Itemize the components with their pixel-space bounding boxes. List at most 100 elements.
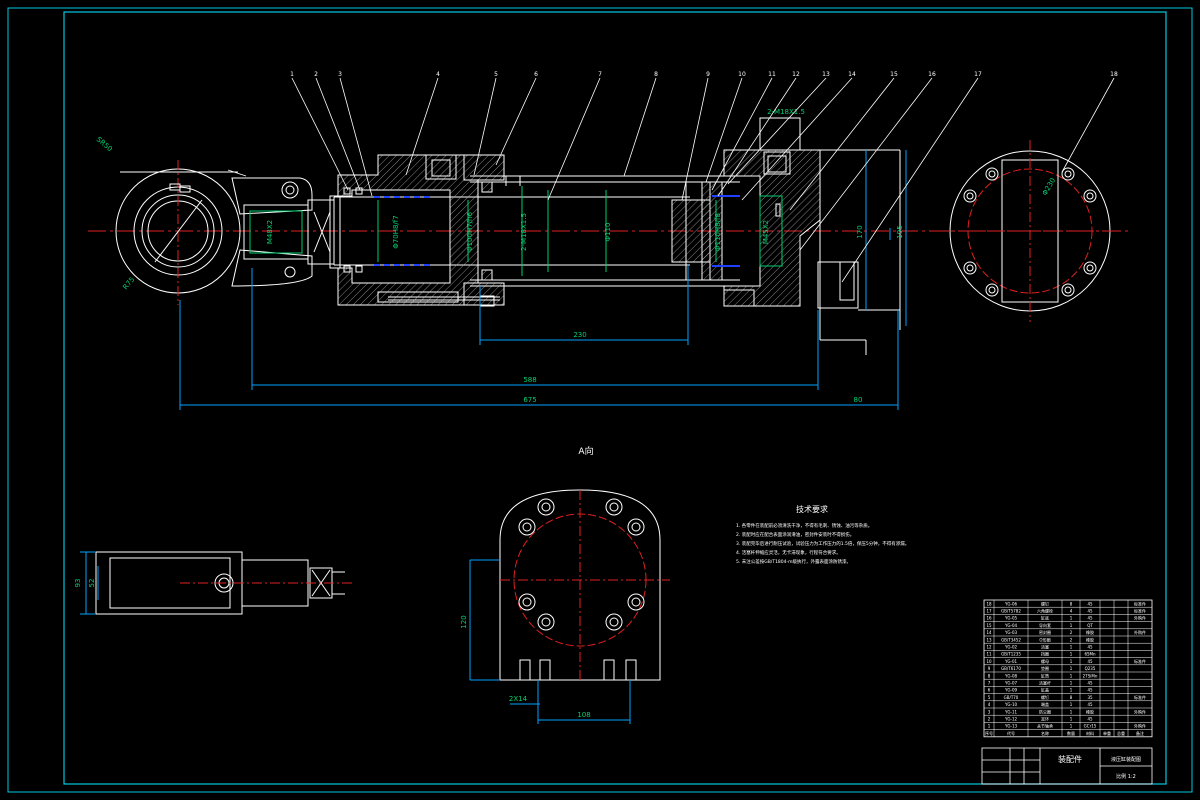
bom-frame	[983, 599, 1153, 738]
dim-length-end: 80	[854, 396, 863, 404]
bom-row-cell: YG-08	[1004, 673, 1018, 678]
bom-row-cell: 1	[1070, 724, 1073, 729]
tech-req-line-4: 4. 活塞杆伸缩应灵活，无卡滞现象，行程符合要求。	[736, 549, 841, 556]
dim-bore: Φ110	[604, 223, 612, 242]
bom-row-cell: YG-13	[1004, 724, 1018, 729]
bom-row-cell: 缸底	[1041, 615, 1049, 621]
bom-row-cell: YG-07	[1004, 681, 1018, 686]
tech-req-title: 技术要求	[796, 504, 828, 514]
bom-row-cell: 65Mn	[1084, 652, 1096, 657]
bom-row-cell: 1	[1070, 616, 1073, 621]
bom-header-cell: 名称	[1041, 730, 1049, 736]
dim-rod-fit: Φ70H8/f7	[392, 215, 400, 248]
bom-row-cell: 导向套	[1039, 622, 1051, 628]
bom-header-cell: 备注	[1136, 730, 1144, 736]
bom-row-cell: 橡胶	[1086, 708, 1094, 714]
bom-row-cell: 2	[1070, 637, 1073, 642]
balloon-labels: 1 2 3 4 5 6 7 8 9 10 11 12 13 14 15 16 1…	[290, 71, 1118, 78]
bom-row-cell: 密封圈	[1039, 629, 1051, 635]
bom-row-cell: 4	[1070, 609, 1073, 614]
dim-length-total: 675	[523, 396, 536, 404]
bom-row-cell: 9	[988, 666, 991, 671]
dim-view-a-slot: 2X14	[509, 695, 528, 703]
bom-row-cell: 1	[1070, 702, 1073, 707]
bom-row-cell: YG-04	[1004, 623, 1018, 628]
left-eye	[115, 160, 313, 305]
bom-row-cell: GB/T70	[1004, 695, 1019, 700]
bom-row-cell: 关节轴承	[1037, 723, 1053, 729]
bom-row-cell: 45	[1087, 616, 1093, 621]
bom-row-cell: 端盖	[1041, 701, 1049, 707]
piston-rod	[333, 196, 690, 266]
balloon-2: 2	[314, 71, 318, 78]
outer-frame	[7, 7, 1193, 793]
bom-row-cell: 螺钉	[1041, 600, 1049, 606]
dim-side-93: 93	[74, 579, 82, 588]
rod-eye-block	[243, 195, 341, 269]
bom-row-cell: 1	[1070, 673, 1073, 678]
bom-row-cell: 标准件	[1134, 608, 1146, 614]
bom-header-cell: 材料	[1086, 730, 1094, 736]
bom-row-cell: 螺钉	[1041, 694, 1049, 700]
bom-row-cell: YG-02	[1004, 645, 1018, 650]
bom-row-cell: GB/T1235	[1001, 652, 1021, 657]
bom-row-cell: 18	[986, 601, 992, 606]
bom-header-cell: 总重	[1117, 730, 1125, 736]
balloon-3: 3	[338, 71, 342, 78]
bom-row-cell: 45	[1087, 702, 1093, 707]
bom-row-cell: 外购件	[1134, 615, 1146, 621]
balloon-8: 8	[654, 71, 658, 78]
bom-row-cell: 1	[1070, 659, 1073, 664]
balloon-6: 6	[534, 71, 538, 78]
balloon-16: 16	[928, 71, 936, 78]
bom-row-cell: YG-06	[1004, 601, 1018, 606]
bom-row-cell: YG-10	[1004, 702, 1018, 707]
bom-row-cell: YG-03	[1004, 630, 1018, 635]
bom-row-cell: 活塞	[1041, 644, 1049, 650]
bom-row-cell: 45	[1087, 645, 1093, 650]
bom-row-cell: 六角螺栓	[1037, 608, 1053, 614]
bom-row-cell: 27SiMn	[1083, 673, 1098, 678]
dim-110h8: Φ110H8/f8	[714, 213, 722, 251]
bom-row-cell: 45	[1087, 681, 1093, 686]
title-block-scale: 比例 1:2	[1116, 773, 1136, 780]
inner-markings	[377, 186, 717, 276]
bom-row-cell: 挡圈	[1041, 651, 1049, 657]
dim-thread-right: M45X2	[762, 220, 770, 244]
balloon-12: 12	[792, 71, 800, 78]
bom-row-cell: 缸筒	[1041, 672, 1049, 678]
bom-row-cell: 螺母	[1041, 658, 1049, 664]
bom-row-cell: 5	[988, 695, 991, 700]
bom-row-cell: 35	[1087, 695, 1093, 700]
balloon-18: 18	[1110, 71, 1118, 78]
bom-row-cell: YG-05	[1004, 616, 1018, 621]
title-block	[981, 747, 1153, 785]
bom-row-cell: 45	[1087, 717, 1093, 722]
bom-header-cell: 数量	[1067, 730, 1075, 736]
bom-row-cell: 1	[1070, 681, 1073, 686]
dim-view-a-width: 108	[577, 711, 590, 719]
bom-row-cell: 45	[1087, 688, 1093, 693]
bom-row-cell: 17	[986, 609, 992, 614]
balloon-17: 17	[974, 71, 982, 78]
view-a-label: A向	[578, 445, 593, 457]
tech-requirements: 技术要求 1. 各零件在装配前必须清洗干净，不得有毛刺、锈蚀、油污等杂质。 2.…	[736, 504, 909, 565]
main-view	[88, 117, 1130, 355]
bom-row-cell: O形圈	[1039, 636, 1050, 642]
bom-row-cell: Q235	[1085, 666, 1096, 671]
bom-row-cell: 2	[1070, 630, 1073, 635]
balloon-15: 15	[890, 71, 898, 78]
bom-row-cell: 14	[986, 630, 992, 635]
view-a-dim-text: 120 108 2X14	[460, 615, 591, 719]
rear-bracket	[819, 149, 901, 355]
bom-row-cell: 45	[1087, 609, 1093, 614]
bom-row-cell: 8	[1070, 601, 1073, 606]
balloon-10: 10	[738, 71, 746, 78]
bom-row-cell: GCr15	[1084, 724, 1097, 729]
balloon-1: 1	[290, 71, 294, 78]
bom-row-cell: 标准件	[1134, 658, 1146, 664]
bom-header-cell: 代号	[1007, 730, 1015, 736]
dim-port-top: 2-M18X1.5	[767, 108, 805, 116]
bom-row-cell: 6	[988, 688, 991, 693]
